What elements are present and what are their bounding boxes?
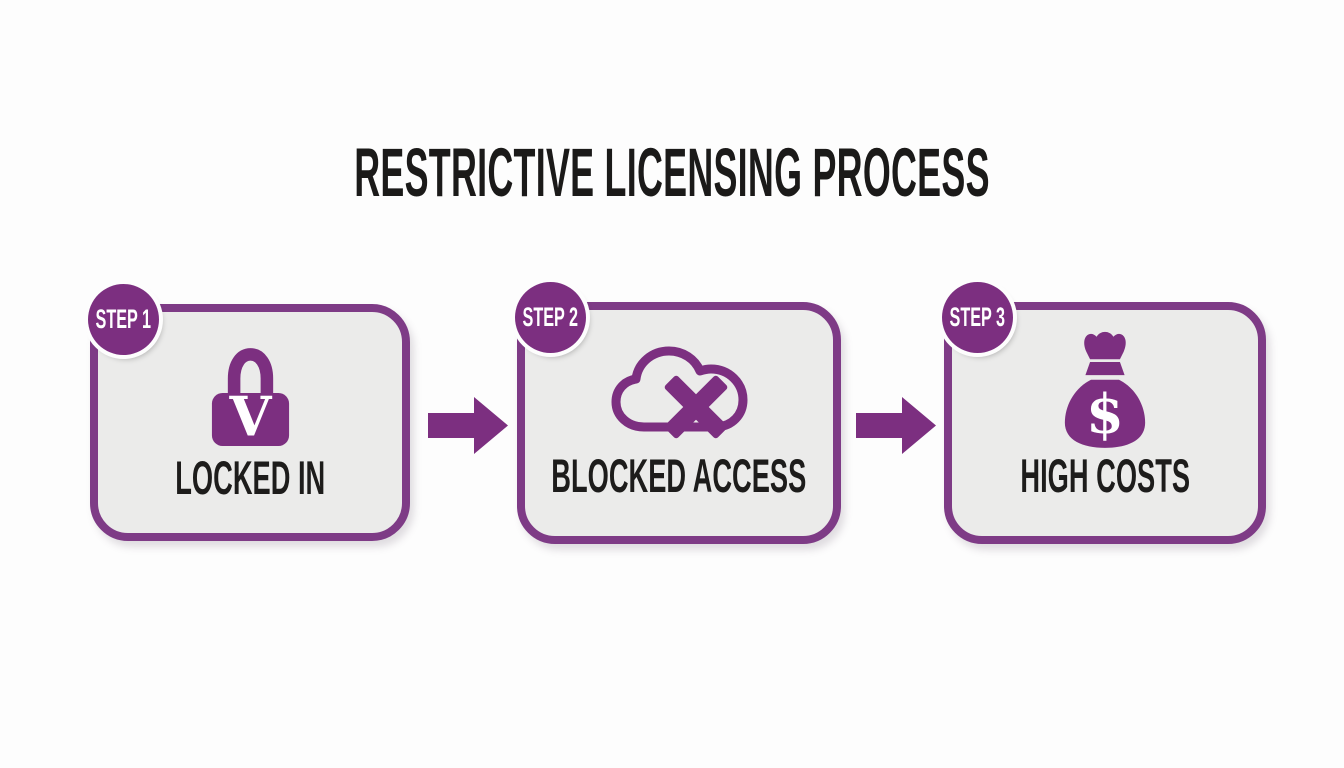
step-badge-label: STEP 3 (949, 302, 1006, 332)
cloud-blocked-icon (604, 330, 754, 450)
step-badge-label: STEP 2 (522, 302, 579, 332)
step-card-2: STEP 2 BLOCKED ACCESS (515, 282, 841, 544)
step-card-3: STEP 3 $ HIGH COSTS (942, 282, 1266, 544)
step-label-1: LOCKED IN (175, 451, 325, 504)
step-badge-label: STEP 1 (95, 304, 152, 334)
money-bag-icon: $ (1049, 330, 1161, 450)
page-title: RESTRICTIVE LICENSING PROCESS (354, 134, 990, 211)
step-card-1: STEP 1 V LOCKED IN (88, 284, 410, 541)
step-badge-1: STEP 1 (88, 284, 159, 355)
arrow-right-icon (856, 397, 936, 454)
arrow-right-icon (428, 397, 508, 454)
step-badge-2: STEP 2 (515, 282, 586, 353)
lock-letter: V (228, 384, 272, 446)
lock-icon: V (209, 332, 292, 452)
dollar-sign: $ (1086, 382, 1124, 446)
step-label-3: HIGH COSTS (1020, 449, 1190, 502)
step-badge-3: STEP 3 (942, 282, 1013, 353)
step-label-2: BLOCKED ACCESS (551, 449, 807, 502)
